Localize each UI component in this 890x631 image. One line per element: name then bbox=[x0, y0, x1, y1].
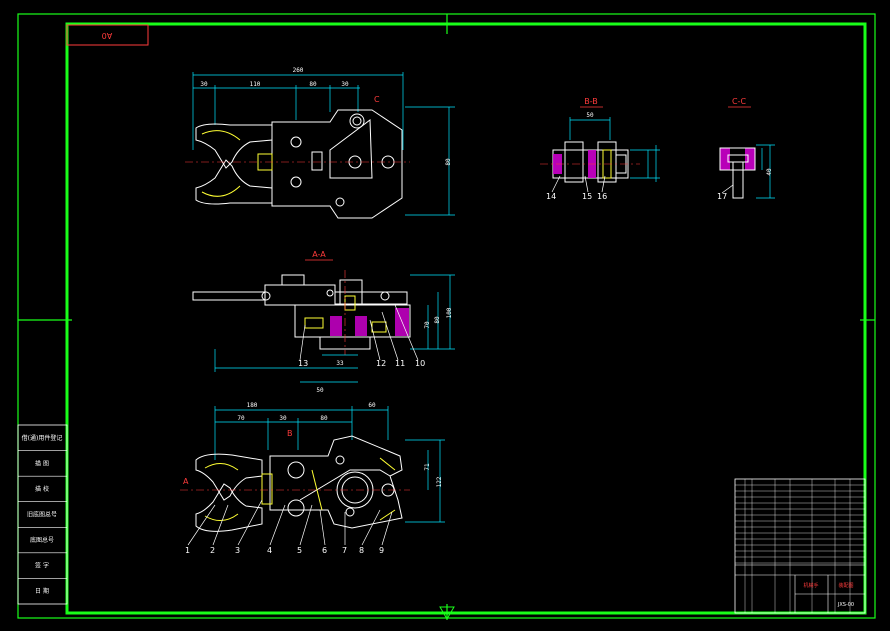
top-dim-2: 110 bbox=[250, 81, 261, 88]
top-view: 260 30 110 80 30 80 C bbox=[185, 67, 455, 219]
title-material: 装配图 bbox=[838, 582, 853, 589]
top-dim-overall: 260 bbox=[293, 67, 304, 74]
bottom-dim-80: 80 bbox=[320, 415, 328, 422]
cc-balloon-17: 17 bbox=[717, 192, 727, 201]
top-c-marker: C bbox=[374, 95, 380, 104]
bb-dim-50: 50 bbox=[586, 112, 594, 119]
title-drawing-no: JXS-00 bbox=[837, 602, 854, 608]
aa-balloon-10: 10 bbox=[415, 359, 425, 368]
top-dim-1: 30 bbox=[200, 81, 208, 88]
aa-balloon-12: 12 bbox=[376, 359, 386, 368]
bottom-balloon-6: 6 bbox=[322, 546, 327, 555]
bottom-balloon-9: 9 bbox=[379, 546, 384, 555]
bb-balloon-14: 14 bbox=[546, 192, 556, 201]
bottom-dim-71: 71 bbox=[424, 463, 431, 471]
bottom-balloon-7: 7 bbox=[342, 546, 347, 555]
bottom-dim-60: 60 bbox=[368, 402, 376, 409]
cc-dim-40: 40 bbox=[766, 168, 773, 176]
top-dim-height: 80 bbox=[445, 158, 452, 166]
bb-balloon-15: 15 bbox=[582, 192, 592, 201]
aa-dim-100: 100 bbox=[446, 307, 453, 318]
top-dim-4: 30 bbox=[341, 81, 349, 88]
side-table-row: 借(通)用件登记 bbox=[22, 434, 63, 442]
aa-balloon-13: 13 bbox=[298, 359, 308, 368]
bottom-dim-122: 122 bbox=[436, 476, 443, 487]
bottom-dim-180: 180 bbox=[247, 402, 258, 409]
aa-dim-70: 70 bbox=[424, 321, 431, 329]
bottom-dim-30: 30 bbox=[279, 415, 287, 422]
bottom-b-marker: B bbox=[287, 429, 293, 438]
top-dim-3: 80 bbox=[309, 81, 317, 88]
inner-frame bbox=[65, 22, 867, 615]
sheet-frame bbox=[17, 13, 876, 620]
aa-balloon-11: 11 bbox=[395, 359, 405, 368]
side-table-row: 日 期 bbox=[35, 587, 49, 595]
bottom-balloon-1: 1 bbox=[185, 546, 190, 555]
side-table-row: 签 字 bbox=[35, 562, 49, 570]
aa-dim-80: 80 bbox=[434, 316, 441, 324]
section-bb-title: B-B bbox=[584, 97, 598, 106]
bottom-balloon-4: 4 bbox=[267, 546, 272, 555]
aa-dim-50: 50 bbox=[316, 387, 324, 394]
title-block: 机械手 装配图 JXS-00 bbox=[734, 478, 866, 614]
side-table-row: 描 图 bbox=[35, 459, 49, 467]
section-aa: A-A bbox=[192, 250, 455, 394]
section-cc-title: C-C bbox=[732, 97, 746, 106]
size-label: A0 bbox=[102, 31, 113, 40]
side-table-row: 旧底图总号 bbox=[27, 511, 57, 519]
section-cc: C-C 40 17 bbox=[717, 97, 775, 201]
side-table-row: 描 校 bbox=[35, 485, 49, 493]
bottom-balloon-8: 8 bbox=[359, 546, 364, 555]
title-name: 机械手 bbox=[803, 582, 818, 589]
bottom-balloon-2: 2 bbox=[210, 546, 215, 555]
bottom-balloon-3: 3 bbox=[235, 546, 240, 555]
bottom-view: 180 70 30 80 60 71 122 A bbox=[180, 402, 445, 555]
size-label-box: A0 bbox=[66, 24, 149, 46]
section-aa-title: A-A bbox=[312, 250, 326, 259]
side-table-row: 底图总号 bbox=[30, 536, 54, 544]
bb-balloon-16: 16 bbox=[597, 192, 607, 201]
bottom-balloon-5: 5 bbox=[297, 546, 302, 555]
bottom-dim-70: 70 bbox=[237, 415, 245, 422]
bottom-a-marker: A bbox=[183, 477, 189, 486]
aa-dim-33: 33 bbox=[336, 360, 344, 367]
section-bb: B-B 50 14 bbox=[540, 97, 660, 201]
